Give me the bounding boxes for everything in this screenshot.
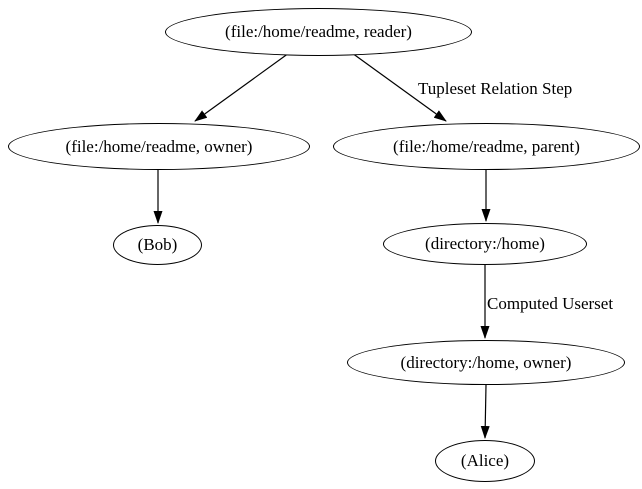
- edge-reader-to-owner: [194, 52, 290, 122]
- node-directory-home: (directory:/home): [383, 223, 587, 265]
- node-directory-home-owner: (directory:/home, owner): [347, 340, 625, 385]
- node-file-home-readme-owner: (file:/home/readme, owner): [8, 123, 310, 170]
- edge-reader-to-parent: [351, 52, 447, 122]
- node-label: (Alice): [460, 451, 510, 470]
- node-label: (file:/home/readme, parent): [393, 136, 580, 156]
- edge-label-tupleset-relation-step: Tupleset Relation Step: [418, 79, 573, 98]
- edge-directory-home-owner-to-alice: [480, 384, 490, 439]
- node-label: (file:/home/readme, owner): [65, 136, 253, 156]
- node-label: (Bob): [137, 235, 178, 254]
- node-file-home-readme-parent: (file:/home/readme, parent): [333, 123, 640, 170]
- node-alice: (Alice): [435, 440, 535, 482]
- node-bob: (Bob): [113, 225, 202, 265]
- node-label: (file:/home/readme, reader): [225, 22, 412, 41]
- node-label: (directory:/home, owner): [400, 352, 572, 372]
- edge-label-computed-userset: Computed Userset: [487, 294, 614, 313]
- node-label: (directory:/home): [425, 234, 545, 253]
- node-file-home-readme-reader: (file:/home/readme, reader): [165, 8, 472, 56]
